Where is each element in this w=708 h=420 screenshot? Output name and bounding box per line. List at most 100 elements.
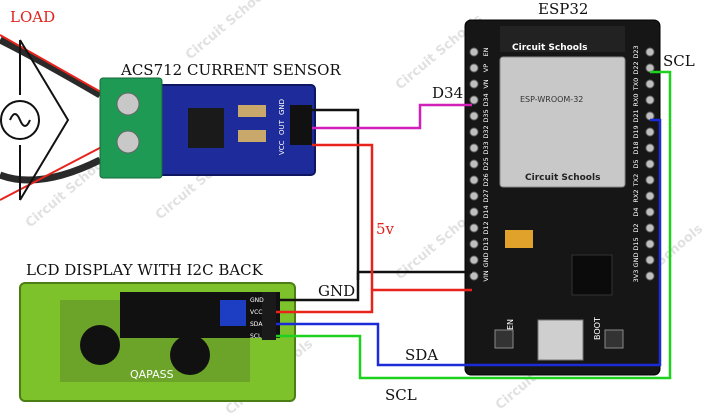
lcd-brand: QAPASS xyxy=(130,368,174,381)
esp-pin-label-gnd: GND xyxy=(482,253,490,268)
esp-pin-hole xyxy=(645,95,655,105)
resistor xyxy=(238,105,266,117)
load-label: LOAD xyxy=(10,8,55,26)
esp-brand: Circuit Schools xyxy=(512,43,587,53)
load-source: LOAD xyxy=(0,8,116,201)
acs712-sensor: ACS712 CURRENT SENSOR GND OUT VCC xyxy=(99,61,341,179)
esp-pin-label-d34: D34 xyxy=(482,93,490,106)
esp-pin-label-d23: D23 xyxy=(632,45,640,58)
esp-pin-hole xyxy=(469,271,479,281)
esp-pin-label-d35: D35 xyxy=(482,109,490,122)
esp-left-pins: ENVPVND34D35D32D33D25D26D27D14D12D13GNDV… xyxy=(469,47,490,282)
load-wire xyxy=(19,39,70,201)
boot-button-label: BOOT xyxy=(593,317,602,340)
esp-pin-label-d19: D19 xyxy=(632,125,640,138)
esp-pin-hole xyxy=(469,239,479,249)
en-button-label: EN xyxy=(506,319,515,330)
esp-pin-label-d33: D33 xyxy=(482,141,490,154)
sensor-title: ACS712 CURRENT SENSOR xyxy=(120,61,341,79)
esp-pin-hole xyxy=(469,47,479,57)
esp-pin-hole xyxy=(469,159,479,169)
esp-module-shield xyxy=(499,56,626,188)
esp-pin-label-d5: D5 xyxy=(632,159,640,168)
esp-pin-hole xyxy=(645,79,655,89)
esp-module-model: ESP-WROOM-32 xyxy=(520,95,583,104)
wire-out-d34 xyxy=(312,103,472,130)
esp-right-pins: D23D22TX0RX0D21D19D18D5TX2RX2D4D2D15GND3… xyxy=(632,45,655,283)
load-cable-black xyxy=(0,156,102,184)
esp-pin-hole xyxy=(469,255,479,265)
sine-wave-icon xyxy=(9,113,31,127)
wire-sensor-gnd xyxy=(312,108,360,280)
esp-pin-hole xyxy=(469,191,479,201)
esp-pin-label-tx0: TX0 xyxy=(632,78,640,92)
sensor-header xyxy=(290,105,312,145)
esp-pin-label-d21: D21 xyxy=(632,109,640,122)
esp-pin-label-d15: D15 xyxy=(632,237,640,250)
esp-pin-label-d32: D32 xyxy=(482,125,490,138)
terminal-block xyxy=(99,77,163,179)
sensor-chip xyxy=(188,108,224,148)
label-5v: 5v xyxy=(376,220,395,238)
load-wire-red xyxy=(0,34,116,101)
esp-pin-hole xyxy=(469,111,479,121)
lcd-pin-gnd: GND xyxy=(250,297,264,304)
lcd-pin-vcc: VCC xyxy=(250,309,262,316)
lcd-title: LCD DISPLAY WITH I2C BACK xyxy=(26,261,264,279)
esp-pin-hole xyxy=(469,127,479,137)
boot-button xyxy=(604,329,624,349)
esp-pin-hole xyxy=(469,223,479,233)
screw-icon xyxy=(116,92,140,116)
watermark: Circuit Schools xyxy=(183,0,276,63)
esp-pin-label-d22: D22 xyxy=(632,61,640,74)
usb-port xyxy=(537,319,584,361)
lcd-blob xyxy=(170,335,210,375)
esp-pin-hole xyxy=(469,175,479,185)
lcd-blob xyxy=(80,325,120,365)
esp-pin-label-d2: D2 xyxy=(632,223,640,232)
esp-pin-hole xyxy=(645,47,655,57)
esp-pin-label-d25: D25 xyxy=(482,157,490,170)
esp-pin-label-d13: D13 xyxy=(482,237,490,250)
label-d34: D34 xyxy=(432,84,463,102)
esp-pin-hole xyxy=(645,127,655,137)
label-gnd: GND xyxy=(318,282,355,300)
label-scl-bottom: SCL xyxy=(385,386,417,404)
lcd-pin-scl: SCL xyxy=(250,333,262,340)
lcd-header xyxy=(262,292,276,340)
load-cable-black xyxy=(0,36,102,99)
esp-pin-hole xyxy=(645,271,655,281)
esp-pin-label-gnd: GND xyxy=(632,253,640,268)
lcd-pin-sda: SDA xyxy=(250,321,263,328)
esp-pin-label-d26: D26 xyxy=(482,173,490,186)
potentiometer xyxy=(220,300,246,326)
esp-pin-hole xyxy=(645,223,655,233)
lcd-module: LCD DISPLAY WITH I2C BACK QAPASS GND VCC… xyxy=(19,261,296,402)
esp-module-brand: Circuit Schools xyxy=(525,173,600,183)
sensor-pin-vcc: VCC xyxy=(278,140,286,155)
esp-pin-hole xyxy=(469,143,479,153)
resistor xyxy=(238,130,266,142)
esp-pin-hole xyxy=(469,63,479,73)
esp-pin-hole xyxy=(469,207,479,217)
esp-pin-label-vp: VP xyxy=(482,64,490,72)
esp-pin-label-rx2: RX2 xyxy=(632,189,640,202)
esp-pin-hole xyxy=(645,191,655,201)
esp-pin-label-d12: D12 xyxy=(482,221,490,234)
label-sda: SDA xyxy=(405,346,438,364)
esp-pin-label-3v3: 3V3 xyxy=(632,270,640,283)
wire-gnd-bus xyxy=(276,270,472,302)
esp-pin-hole xyxy=(645,207,655,217)
esp-pin-hole xyxy=(469,95,479,105)
esp-pin-hole xyxy=(645,175,655,185)
esp-pin-hole xyxy=(645,159,655,169)
esp-antenna xyxy=(500,26,625,52)
screw-icon xyxy=(116,130,140,154)
esp-pin-label-rx0: RX0 xyxy=(632,93,640,106)
sensor-pin-gnd: GND xyxy=(278,99,286,115)
esp-pin-label-vn: VN xyxy=(482,79,490,88)
esp-pin-label-d27: D27 xyxy=(482,189,490,202)
esp-pin-label-tx2: TX2 xyxy=(632,174,640,188)
wires xyxy=(276,70,672,380)
